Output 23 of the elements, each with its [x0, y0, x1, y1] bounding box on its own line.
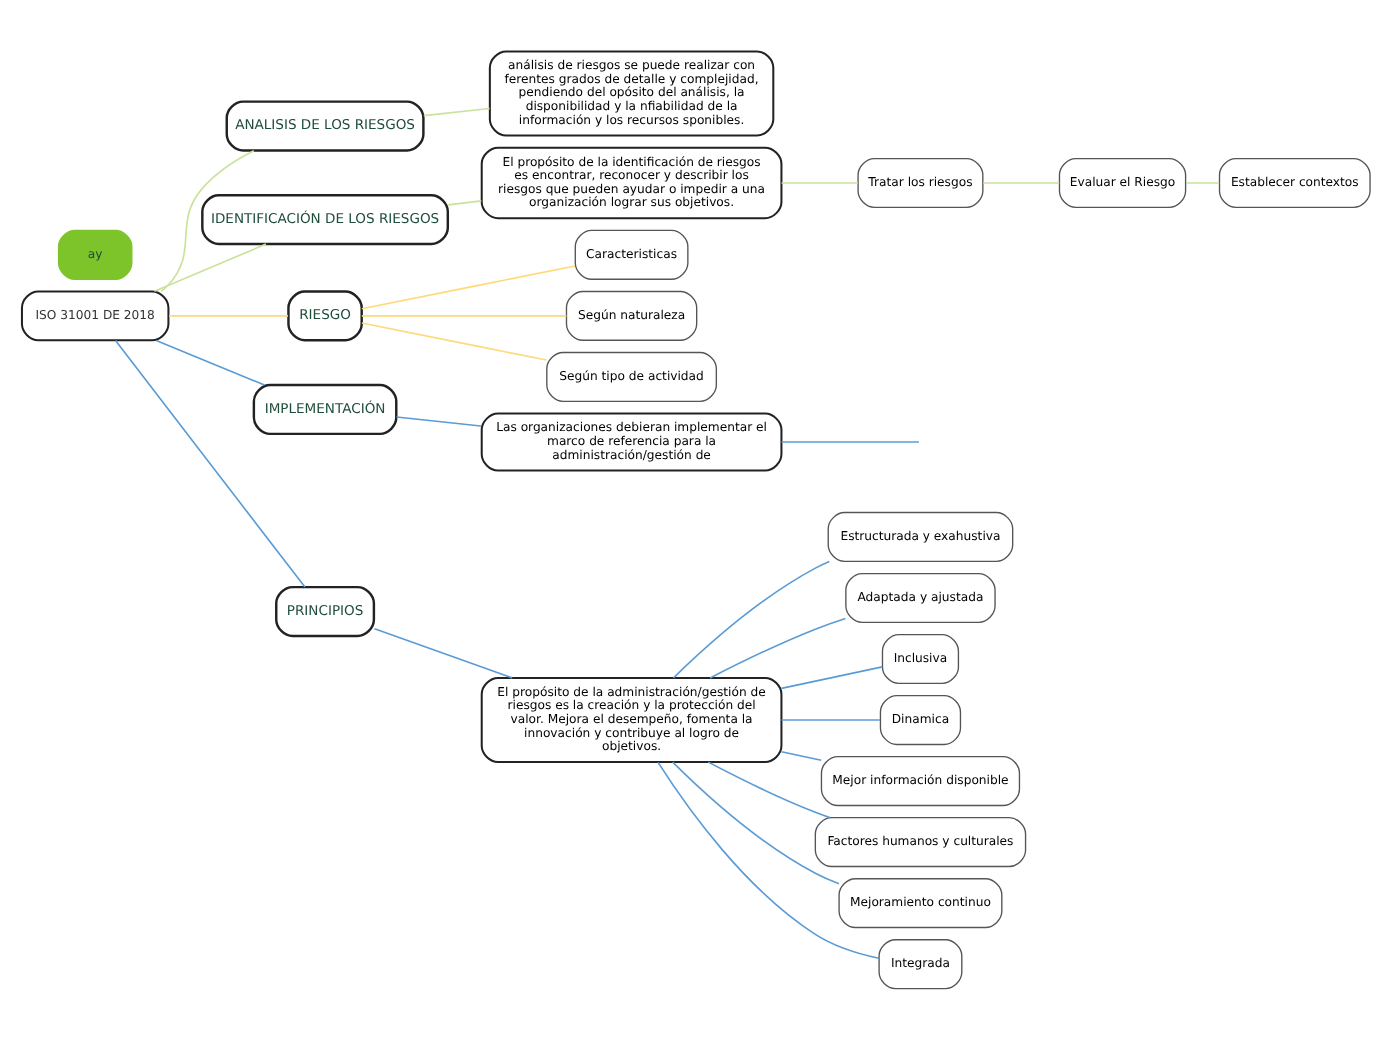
connector	[160, 149, 255, 293]
connector	[153, 243, 267, 293]
connector	[780, 750, 823, 761]
connector	[709, 617, 847, 679]
connector	[780, 719, 881, 721]
connector	[672, 560, 831, 679]
connector	[447, 200, 483, 206]
connector	[361, 265, 576, 310]
connector	[361, 322, 548, 361]
connector	[155, 339, 266, 386]
connector	[982, 182, 1061, 184]
connector	[395, 416, 483, 427]
connector	[780, 666, 884, 690]
connector	[671, 761, 840, 885]
connector	[423, 107, 491, 117]
connector	[361, 315, 568, 317]
connector	[373, 627, 513, 679]
connector	[114, 339, 306, 588]
connector	[168, 315, 289, 317]
connector	[780, 441, 920, 443]
connector	[780, 182, 859, 184]
connector	[657, 761, 880, 960]
connector	[1185, 182, 1220, 184]
